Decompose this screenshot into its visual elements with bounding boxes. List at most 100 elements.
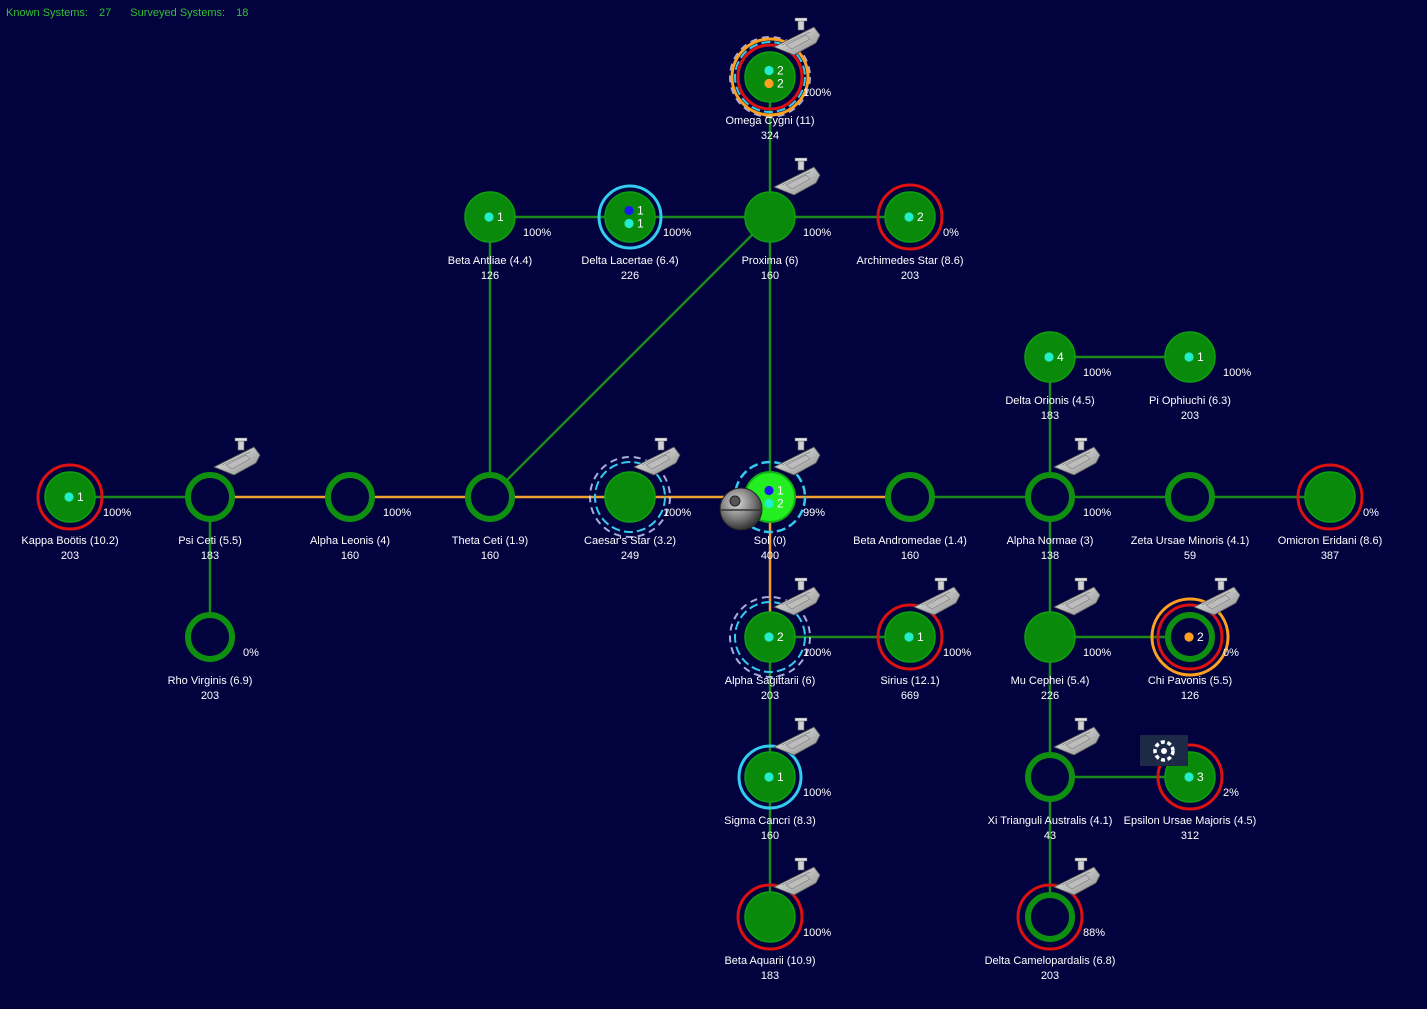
survey-percent: 100% — [1223, 367, 1251, 379]
system-node[interactable] — [1025, 472, 1075, 522]
system-alpha-normae[interactable]: 100%Alpha Normae (3)138 — [1007, 437, 1112, 562]
system-node[interactable] — [1025, 752, 1075, 802]
warship-icon[interactable] — [773, 857, 821, 896]
survey-percent: 100% — [803, 927, 831, 939]
system-distance: 43 — [1044, 830, 1056, 842]
system-name-label: Psi Ceti (5.5) — [178, 535, 242, 547]
survey-percent: 0% — [943, 227, 959, 239]
system-node[interactable] — [604, 191, 656, 243]
system-name-label: Pi Ophiuchi (6.3) — [1149, 395, 1231, 407]
warship-icon[interactable] — [1053, 437, 1101, 476]
population-count: 1 — [637, 217, 644, 231]
population-dot — [764, 78, 774, 89]
system-name-label: Sol (0) — [754, 535, 786, 547]
system-distance: 160 — [761, 270, 779, 282]
population-count: 1 — [77, 490, 84, 504]
system-node[interactable] — [885, 472, 935, 522]
population-count: 2 — [777, 630, 784, 644]
system-caesars-star[interactable]: 100%Caesar's Star (3.2)249 — [584, 437, 691, 562]
system-beta-andromedae[interactable]: Beta Andromedae (1.4)160 — [853, 472, 967, 562]
warship-icon[interactable] — [1053, 717, 1101, 756]
system-node[interactable] — [1304, 471, 1356, 523]
system-node[interactable] — [744, 51, 796, 103]
warship-icon[interactable] — [633, 437, 681, 476]
survey-percent: 100% — [383, 507, 411, 519]
population-dot — [1184, 352, 1194, 362]
survey-percent: 2% — [1223, 787, 1239, 799]
system-name-label: Alpha Normae (3) — [1007, 535, 1094, 547]
system-psi-ceti[interactable]: Psi Ceti (5.5)183 — [178, 437, 261, 562]
system-name-label: Omega Cygni (11) — [725, 115, 814, 127]
survey-percent: 100% — [663, 507, 691, 519]
warship-icon[interactable] — [213, 437, 261, 476]
system-mu-cephei[interactable]: 100%Mu Cephei (5.4)226 — [1011, 577, 1112, 702]
system-node[interactable] — [1025, 892, 1075, 942]
system-node[interactable] — [185, 612, 235, 662]
population-count: 1 — [1197, 350, 1204, 364]
system-distance: 226 — [1041, 690, 1059, 702]
system-distance: 59 — [1184, 550, 1196, 562]
system-theta-ceti[interactable]: Theta Ceti (1.9)160 — [452, 472, 528, 562]
system-node[interactable] — [744, 191, 796, 243]
system-node[interactable] — [1165, 472, 1215, 522]
battle-station-icon[interactable] — [719, 487, 763, 531]
system-name-label: Xi Trianguli Australis (4.1) — [988, 815, 1113, 827]
jump-gate-icon[interactable] — [1140, 735, 1188, 766]
survey-percent: 100% — [803, 87, 831, 99]
warship-icon[interactable] — [773, 157, 821, 196]
population-dot — [764, 772, 774, 782]
system-node[interactable] — [185, 472, 235, 522]
warship-icon[interactable] — [773, 437, 821, 476]
warship-icon[interactable] — [773, 17, 821, 56]
system-beta-aquarii[interactable]: 100%Beta Aquarii (10.9)183 — [724, 857, 831, 982]
sensor-range-ring — [734, 41, 806, 113]
warship-icon[interactable] — [1053, 857, 1101, 896]
warship-icon[interactable] — [913, 577, 961, 616]
survey-percent: 100% — [1083, 507, 1111, 519]
system-name-label: Delta Orionis (4.5) — [1005, 395, 1094, 407]
system-node[interactable] — [465, 472, 515, 522]
hostile-ring — [736, 883, 804, 951]
population-dot — [764, 632, 774, 642]
survey-percent: 100% — [523, 227, 551, 239]
system-xi-trianguli-australis[interactable]: Xi Trianguli Australis (4.1) 43 — [988, 717, 1113, 842]
warship-icon[interactable] — [773, 717, 821, 756]
system-alpha-leonis[interactable]: 100%Alpha Leonis (4)160 — [310, 472, 411, 562]
known-systems-readout: Known Systems: 27 — [6, 7, 119, 19]
system-distance: 183 — [761, 970, 779, 982]
system-distance: 203 — [201, 690, 219, 702]
population-dot — [764, 498, 774, 509]
system-omicron-eridani[interactable]: 0%Omicron Eridani (8.6)387 — [1278, 463, 1383, 562]
system-zeta-ursae-minoris[interactable]: Zeta Ursae Minoris (4.1)59 — [1131, 472, 1250, 562]
warship-icon[interactable] — [1193, 577, 1241, 616]
survey-percent: 100% — [803, 227, 831, 239]
system-name-label: Theta Ceti (1.9) — [452, 535, 528, 547]
system-node[interactable] — [1024, 611, 1076, 663]
population-count: 2 — [917, 210, 924, 224]
warship-icon[interactable] — [1053, 577, 1101, 616]
system-archimedes-star[interactable]: 20%Archimedes Star (8.6)203 — [857, 183, 964, 282]
system-node[interactable] — [325, 472, 375, 522]
system-epsilon-ursae-majoris[interactable]: 32%Epsilon Ursae Majoris (4.5)312 — [1124, 735, 1257, 842]
system-delta-camelopardalis[interactable]: 88%Delta Camelopardalis (6.8)203 — [985, 857, 1116, 982]
jump-link-proxima-theta-ceti — [489, 216, 771, 498]
system-node[interactable] — [744, 891, 796, 943]
population-count: 3 — [1197, 770, 1204, 784]
warship-icon[interactable] — [773, 577, 821, 616]
system-chi-pavonis[interactable]: 20%Chi Pavonis (5.5)126 — [1148, 577, 1241, 702]
system-proxima[interactable]: 100%Proxima (6)160 — [742, 157, 832, 282]
population-count: 1 — [777, 770, 784, 784]
system-rho-virginis[interactable]: 0%Rho Virginis (6.9)203 — [168, 612, 260, 702]
system-node[interactable] — [604, 471, 656, 523]
